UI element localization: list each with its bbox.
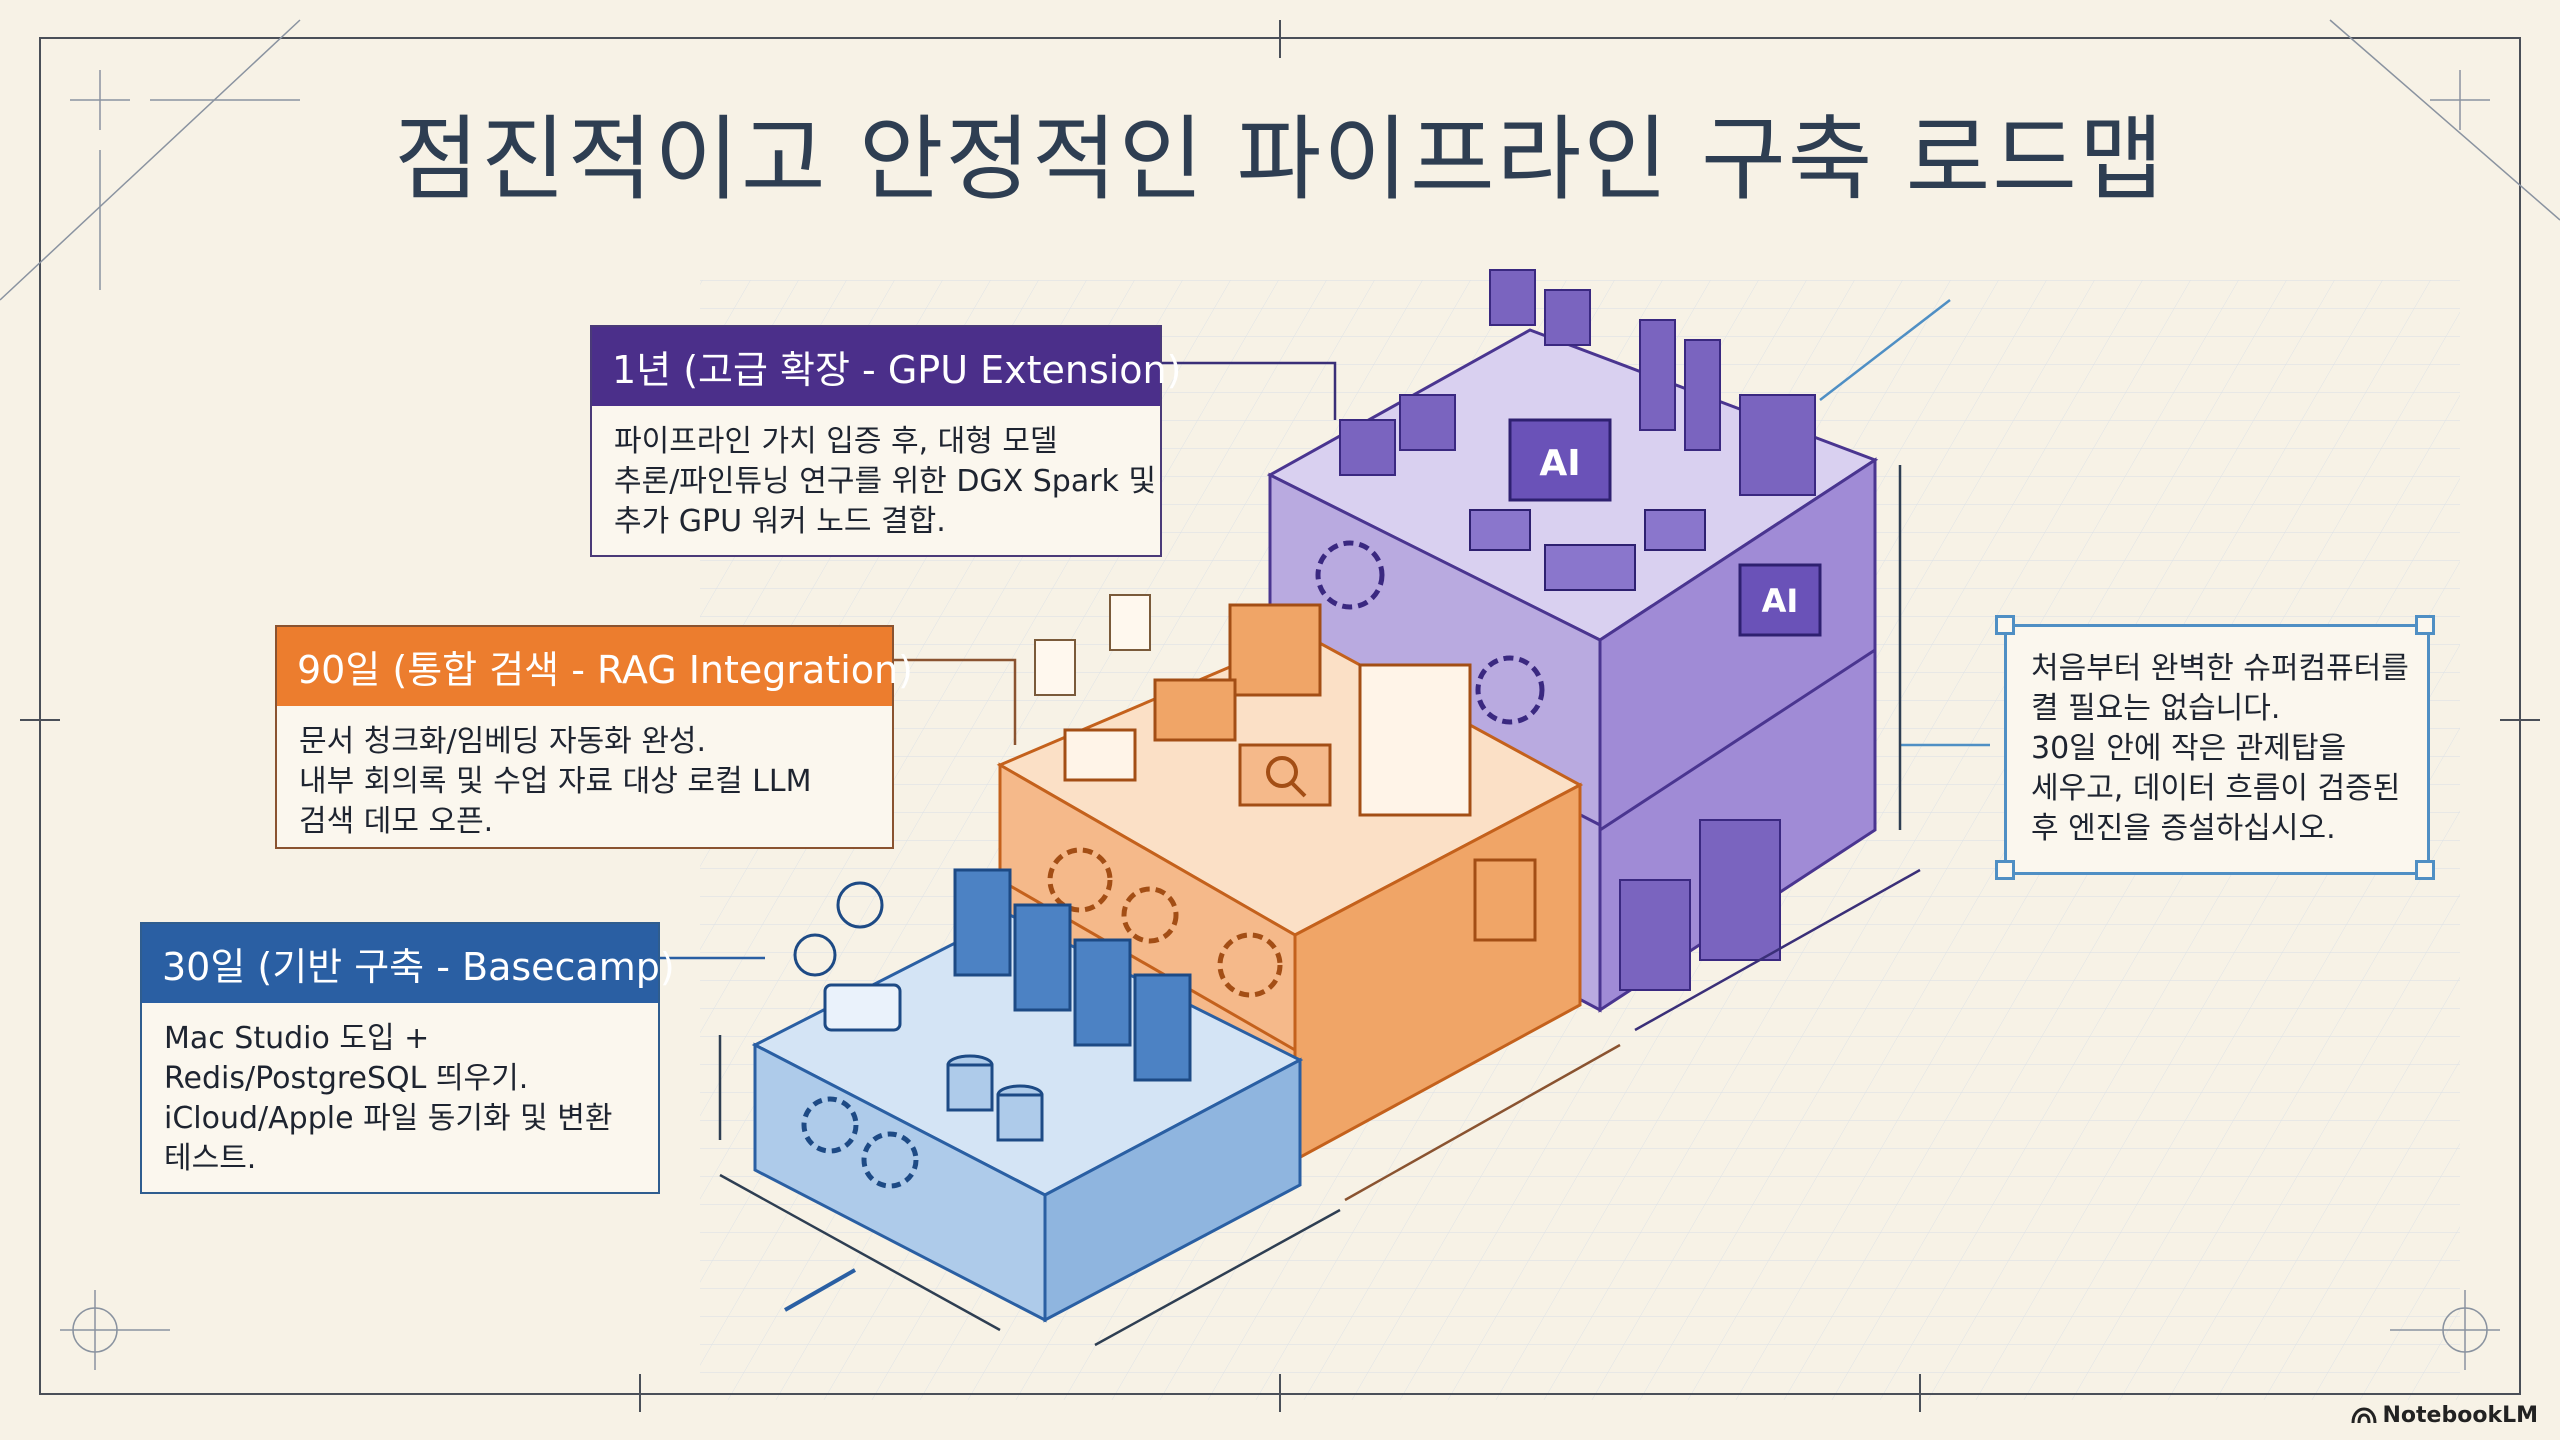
stage-heading: 1년 (고급 확장 - GPU Extension) <box>592 327 1181 406</box>
brand-watermark: NotebookLM <box>2351 1403 2538 1428</box>
document-icon <box>1034 594 1151 696</box>
connector-lines <box>656 299 1990 1347</box>
note-corner-handle <box>2415 860 2435 880</box>
stage-description-line: 검색 데모 오픈. <box>299 804 494 839</box>
chip-icon: AI <box>1738 563 1822 637</box>
stage-card-gpu-extension: 1년 (고급 확장 - GPU Extension) 파이프라인 가치 입증 후… <box>590 325 1181 557</box>
stage-description-line: 내부 회의록 및 수업 자료 대상 로컬 LLM <box>299 764 812 799</box>
notebooklm-logo-icon <box>2351 1406 2377 1423</box>
gear-icon <box>1475 655 1545 725</box>
note-line: 세우고, 데이터 흐름이 검증된 <box>2031 771 2401 806</box>
gear-icon <box>1047 847 1113 913</box>
database-icon <box>946 1054 1044 1142</box>
gear-icon <box>801 1096 859 1154</box>
server-icon <box>953 868 1192 1082</box>
gear-icon <box>861 1131 919 1189</box>
search-icon <box>1238 743 1332 807</box>
stage-card-basecamp: 30일 (기반 구축 - Basecamp) Mac Studio 도입 + R… <box>140 922 675 1194</box>
crosshair-marks <box>0 19 2560 1370</box>
stage-description-line: 추가 GPU 워커 노드 결합. <box>614 504 946 539</box>
stage-heading: 90일 (통합 검색 - RAG Integration) <box>277 627 913 706</box>
svg-text:AI: AI <box>1539 443 1580 484</box>
gear-icon <box>1121 886 1179 944</box>
stage-description-line: Mac Studio 도입 + <box>164 1021 430 1056</box>
stage-heading: 30일 (기반 구축 - Basecamp) <box>142 924 675 1003</box>
note-line: 켤 필요는 없습니다. <box>2031 691 2281 726</box>
brand-label: NotebookLM <box>2382 1403 2538 1428</box>
stage-description-line: iCloud/Apple 파일 동기화 및 변환 <box>164 1101 613 1136</box>
gear-icon <box>1217 932 1283 998</box>
note-corner-handle <box>1995 860 2015 880</box>
chip-icon: AI <box>1508 418 1612 502</box>
note-corner-handle <box>1995 615 2015 635</box>
stage-card-rag-integration: 90일 (통합 검색 - RAG Integration) 문서 청크화/임베딩… <box>275 625 913 849</box>
svg-text:AI: AI <box>1762 582 1799 620</box>
gear-icon <box>1315 540 1385 610</box>
blueprint-frame <box>20 20 2540 1412</box>
stage-description-line: 추론/파인튜닝 연구를 위한 DGX Spark 및 <box>614 464 1157 499</box>
stage-description-line: 파이프라인 가치 입증 후, 대형 모델 <box>614 424 1058 459</box>
basecamp-block <box>751 868 1304 1323</box>
rag-integration-block <box>996 594 1584 1163</box>
note-corner-handle <box>2415 615 2435 635</box>
note-line: 후 엔진을 증설하십시오. <box>2031 811 2336 846</box>
page-title: 점진적이고 안정적인 파이프라인 구축 로드맵 <box>394 106 2166 213</box>
cloud-icon <box>793 881 884 977</box>
stage-description-line: 문서 청크화/임베딩 자동화 완성. <box>299 724 707 759</box>
mac-studio-icon <box>823 983 902 1032</box>
stage-description-line: 테스트. <box>164 1141 257 1176</box>
advice-note: 처음부터 완벽한 슈퍼컴퓨터를 켤 필요는 없습니다. 30일 안에 작은 관제… <box>2004 624 2430 875</box>
stage-description-line: Redis/PostgreSQL 띄우기. <box>164 1061 529 1096</box>
note-line: 30일 안에 작은 관제탑을 <box>2031 731 2347 766</box>
note-line: 처음부터 완벽한 슈퍼컴퓨터를 <box>2031 651 2409 686</box>
